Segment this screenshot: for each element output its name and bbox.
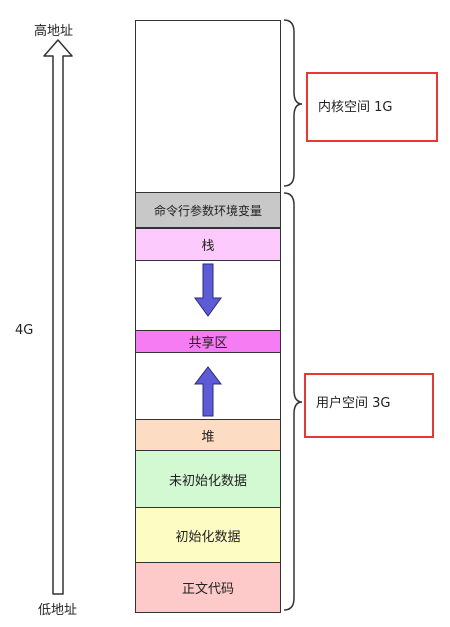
heap-gap-segment: [135, 353, 281, 419]
cmdline-env-segment: 命令行参数环境变量: [135, 193, 281, 228]
kernel-space-brace: [283, 19, 303, 187]
kernel-space-callout: 内核空间 1G: [306, 72, 438, 142]
bss-segment: 未初始化数据: [135, 451, 281, 508]
kernel-space-segment: [135, 20, 281, 193]
total-size-label: 4G: [15, 323, 34, 338]
low-address-label: 低地址: [38, 603, 78, 618]
high-address-label: 高地址: [34, 24, 74, 39]
stack-segment: 栈: [135, 228, 281, 261]
data-segment: 初始化数据: [135, 508, 281, 563]
address-axis-arrow: [43, 39, 73, 595]
heap-segment: 堆: [135, 419, 281, 451]
shared-segment: 共享区: [135, 330, 281, 353]
user-space-brace: [283, 192, 303, 611]
user-space-callout: 用户空间 3G: [304, 373, 434, 438]
text-segment: 正文代码: [135, 563, 281, 613]
user-space-label: 用户空间 3G: [316, 396, 391, 411]
stack-gap-segment: [135, 261, 281, 330]
kernel-space-label: 内核空间 1G: [318, 99, 393, 115]
